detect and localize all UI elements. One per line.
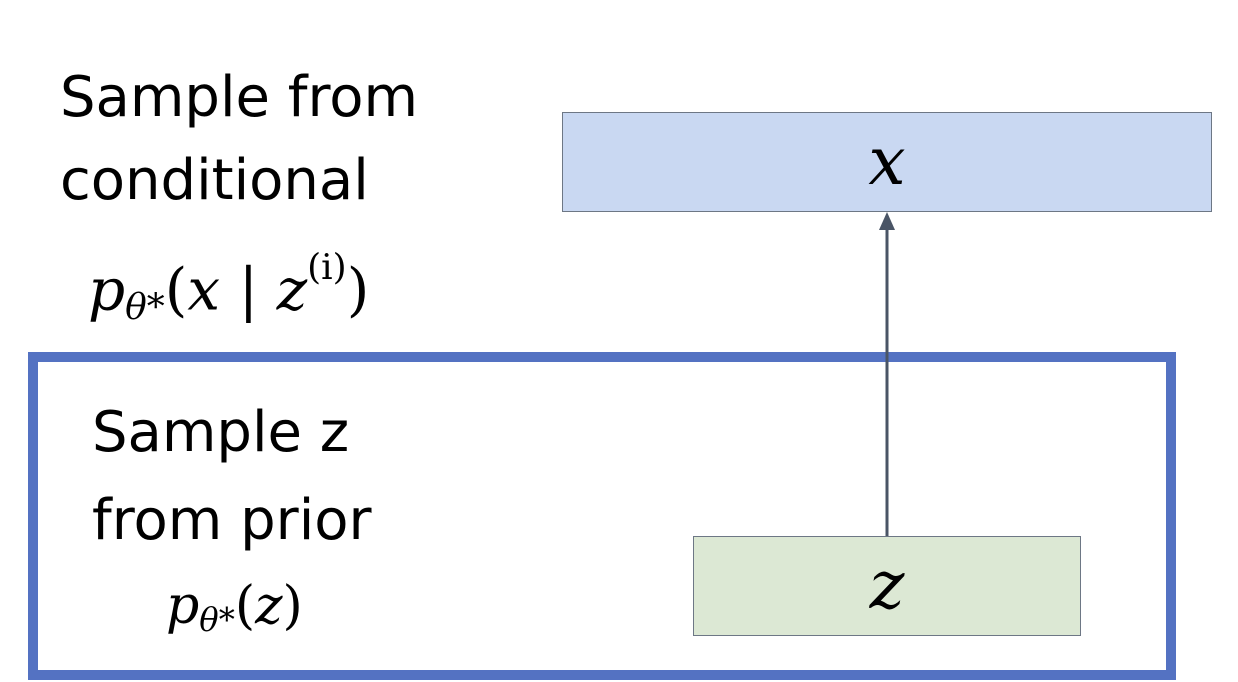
formula-superscript: (i) <box>307 247 347 288</box>
formula-p: p <box>88 255 126 324</box>
x-node-label: x <box>868 123 906 200</box>
conditional-title-line1: Sample from <box>60 65 419 130</box>
prior-formula-close-paren: ) <box>282 576 303 636</box>
formula-open-paren: ( <box>164 255 188 324</box>
prior-formula-z: z <box>255 576 283 636</box>
prior-formula-open-paren: ( <box>234 576 256 636</box>
formula-x: x <box>187 255 221 324</box>
formula-close-paren: ) <box>346 255 370 324</box>
z-node: z <box>693 536 1081 636</box>
x-node: x <box>562 112 1212 212</box>
formula-theta-star: θ* <box>125 286 165 328</box>
formula-z: z <box>276 255 308 324</box>
prior-formula: pθ*(z) <box>166 580 303 636</box>
prior-formula-theta-star: θ* <box>199 601 235 640</box>
prior-title-line1: Sample z <box>92 400 350 465</box>
formula-bar: | <box>238 255 259 324</box>
z-node-label: z <box>869 547 905 624</box>
conditional-title-line2: conditional <box>60 148 369 213</box>
prior-frame <box>28 352 1176 680</box>
conditional-formula: pθ*(x | z(i)) <box>88 250 369 326</box>
arrow-head <box>879 212 895 230</box>
prior-formula-p: p <box>166 576 200 636</box>
prior-title-line2: from prior <box>92 488 372 553</box>
